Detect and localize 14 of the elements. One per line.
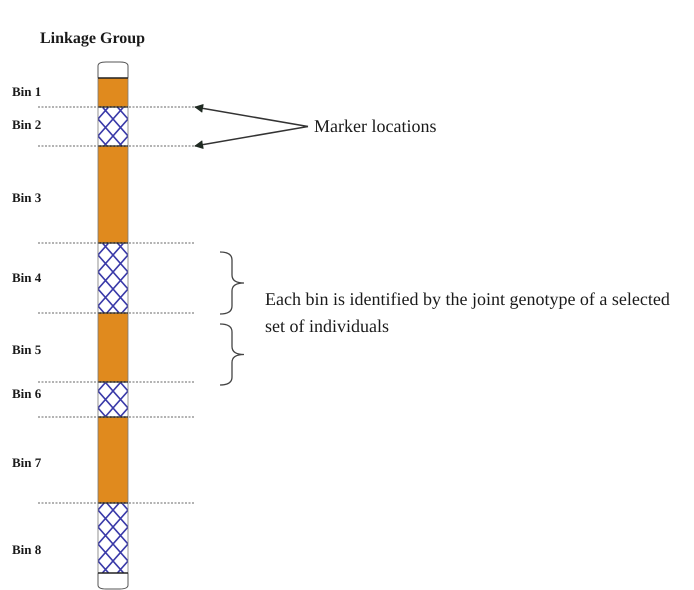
annotation-text: Each bin is identified by the joint genotype of a selected set of individuals — [265, 288, 671, 338]
title: Linkage Group — [40, 30, 146, 48]
bin-label: Bin 3 — [12, 190, 42, 206]
callout-text: Marker locations — [314, 116, 436, 137]
bin-label: Bin 7 — [12, 455, 42, 471]
bin-label: Bin 4 — [12, 270, 42, 286]
bin-label: Bin 1 — [12, 84, 42, 100]
bin-label: Bin 8 — [12, 542, 42, 558]
bin-label: Bin 2 — [12, 117, 42, 133]
arrow — [194, 126, 308, 150]
bin-label: Bin 5 — [12, 342, 42, 358]
arrow — [194, 104, 308, 128]
bin-label: Bin 6 — [12, 386, 42, 402]
marker-line — [38, 106, 196, 108]
